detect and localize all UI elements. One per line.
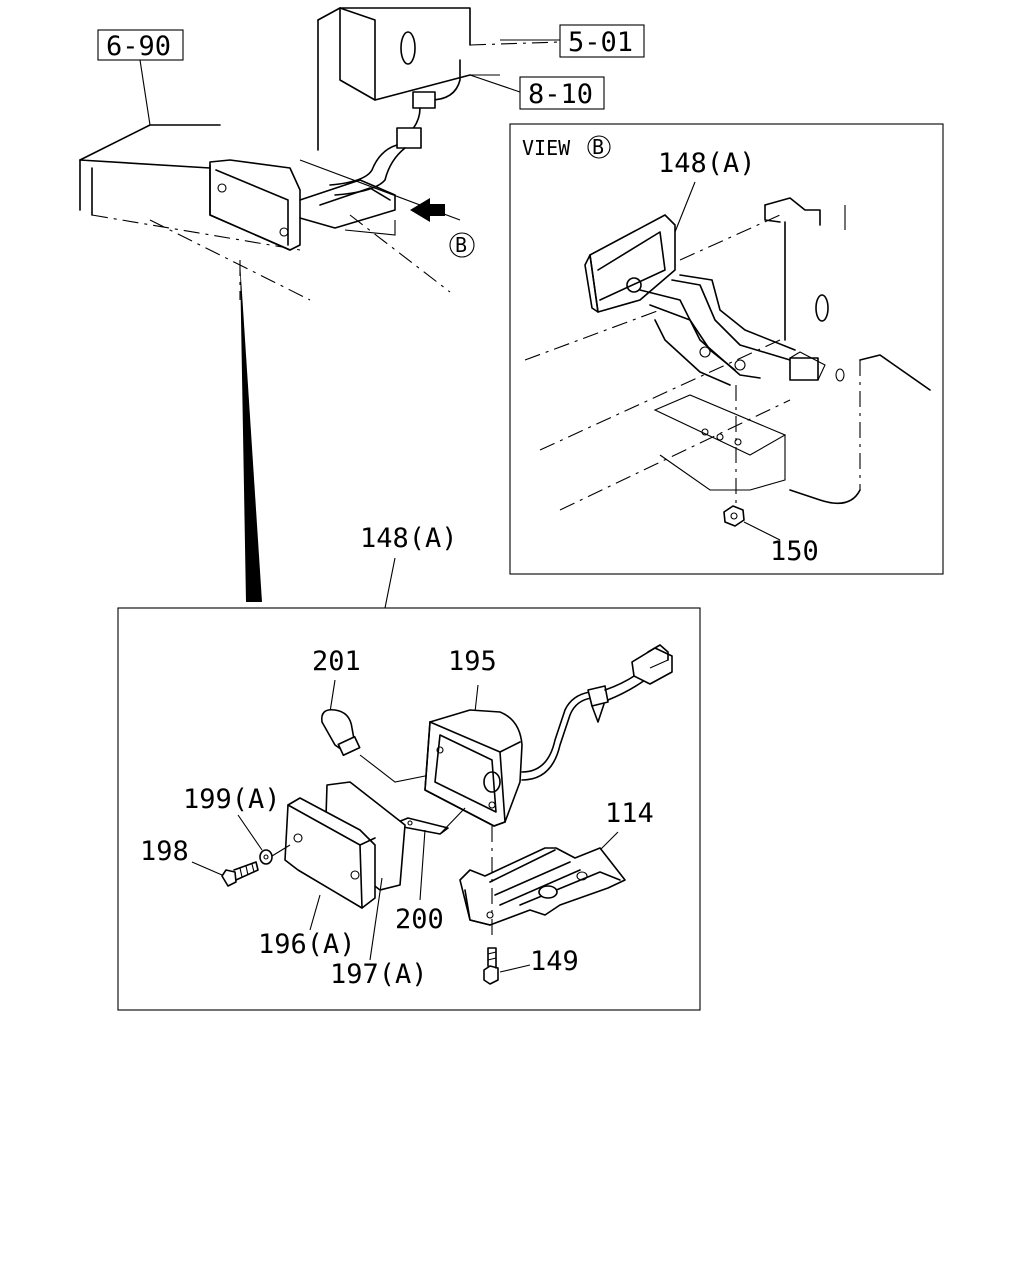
lens-label: 196(A) [258, 929, 356, 960]
detail-panel: 148(A) 201 195 200 [117, 523, 701, 1011]
view-title-prefix: VIEW [522, 136, 571, 160]
view-lamp-label: 148(A) [658, 148, 756, 179]
bulb-label: 201 [312, 646, 361, 677]
nut-label: 150 [770, 536, 819, 567]
harness-ref-box [519, 76, 605, 110]
view-arrow-letter: B [455, 233, 467, 257]
vehicle-overview: B 6-90 5-01 8-10 [79, 7, 645, 602]
view-b-panel: VIEW B [509, 123, 944, 575]
view-connector [789, 357, 819, 381]
gasket-label: 197(A) [330, 959, 428, 990]
housing-label: 195 [448, 646, 497, 677]
screw-label: 198 [140, 836, 189, 867]
detail-lamp-label: 148(A) [360, 523, 458, 554]
view-direction-arrow [410, 198, 445, 222]
frame-ref-label: 5-01 [568, 27, 633, 58]
body-ref-label: 6-90 [106, 31, 171, 62]
view-b-marker [449, 232, 475, 258]
plate-label: 200 [395, 904, 444, 935]
detail-leader-wedge [240, 262, 262, 602]
connector-top [412, 91, 436, 109]
bracket-label: 114 [605, 798, 654, 829]
washer-label: 199(A) [183, 784, 281, 815]
frame-ref-box [559, 24, 645, 58]
view-title-letter: B [592, 135, 604, 159]
bolt-label: 149 [530, 946, 579, 977]
harness-ref-label: 8-10 [528, 79, 593, 110]
body-ref-box [97, 29, 184, 61]
connector-mid [396, 127, 422, 149]
